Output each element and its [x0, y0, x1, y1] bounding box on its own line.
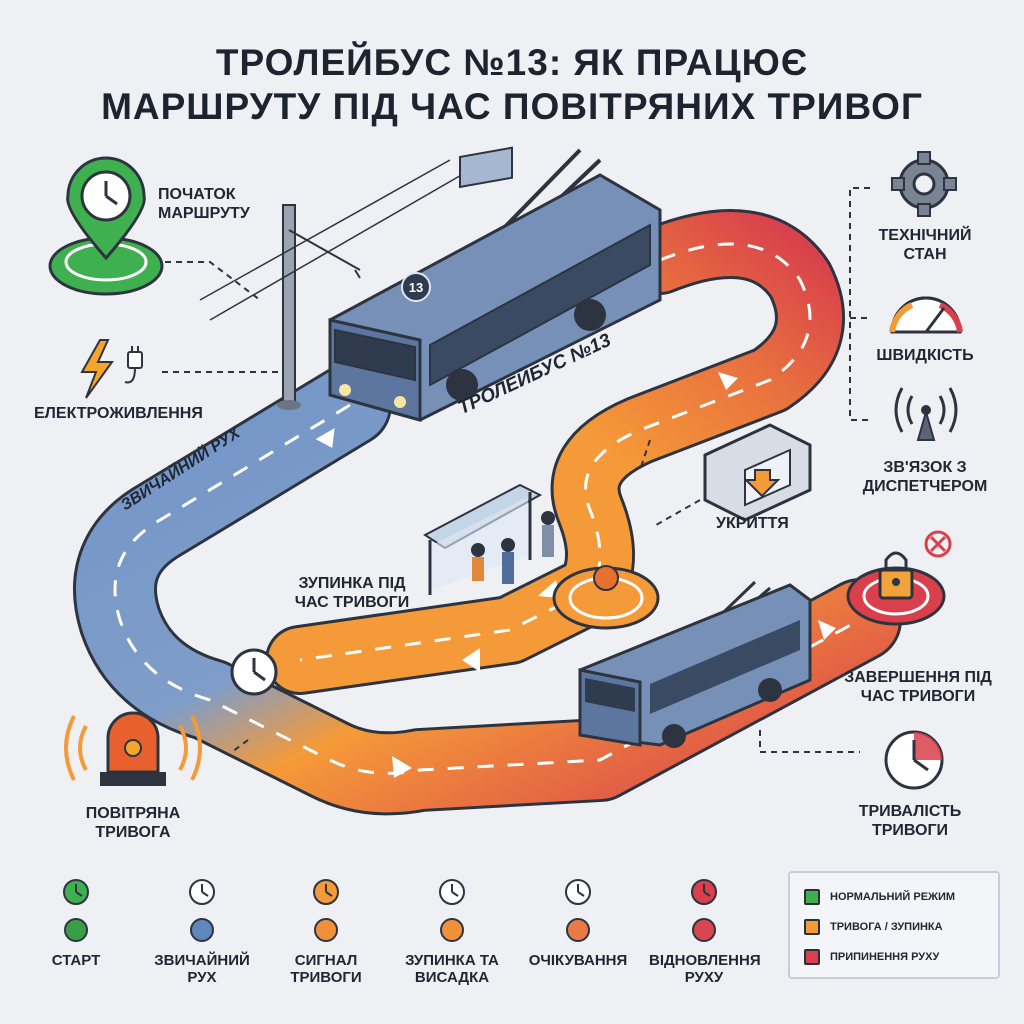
timeline-dot: [314, 918, 338, 942]
label-route-start: Початок маршруту: [158, 186, 250, 222]
power-icon: [80, 339, 143, 399]
timeline-clock-icon: [189, 879, 215, 905]
timeline-clock-icon: [439, 879, 465, 905]
bus-number-badge: 13: [409, 280, 423, 295]
timeline-dot: [566, 918, 590, 942]
start-pin-icon: [48, 156, 164, 296]
timeline-dot: [64, 918, 88, 942]
alarm-stop-marker: [552, 565, 660, 630]
timeline-clock-icon: [63, 879, 89, 905]
clock-icon: [230, 648, 278, 696]
power-pole: [199, 159, 471, 410]
siren-icon: [64, 711, 202, 786]
trolleybus-stopped: [578, 580, 812, 748]
legend-swatch: [804, 919, 820, 935]
page-title-line1: Тролейбус №13: Як працює: [215, 42, 809, 83]
cancel-icon: [924, 530, 952, 558]
page-title-line2: маршруту під час повітряних тривог: [101, 86, 923, 127]
label-alarm-end: Завершення під час тривоги: [844, 669, 992, 705]
legend-item-normal: Нормальний режим: [804, 887, 955, 907]
legend-item-alarm: Тривога / зупинка: [804, 917, 943, 937]
shelter-icon: [703, 423, 812, 522]
label-alarm-stop: Зупинка під час тривоги: [294, 575, 410, 611]
label-power: Електроживлення: [34, 405, 203, 422]
timeline-step-label: Старт: [51, 952, 101, 969]
legend-label: Нормальний режим: [830, 891, 956, 903]
legend-label: Тривога / зупинка: [830, 921, 943, 933]
timeline-step-label: Зупинка та висадка: [405, 952, 499, 986]
timeline-step-label: Звичайний рух: [154, 952, 250, 986]
timeline-step-label: Очікування: [528, 952, 628, 969]
legend-swatch: [804, 949, 820, 965]
label-speed: Швидкість: [876, 347, 974, 364]
label-alarm-duration: Тривалість тривоги: [858, 803, 962, 839]
label-dispatcher: Зв'язок з диспетчером: [862, 459, 988, 495]
timeline-dot: [190, 918, 214, 942]
timeline-step-label: Сигнал тривоги: [290, 952, 362, 986]
timeline-step-label: Відновлення руху: [649, 952, 761, 986]
speedometer-icon: [889, 296, 963, 334]
legend-swatch: [804, 889, 820, 905]
legend-item-stop: Припинення руху: [804, 947, 939, 967]
legend-label: Припинення руху: [830, 951, 940, 963]
timeline-clock-icon: [565, 879, 591, 905]
route-road: [73, 209, 902, 816]
connectors: [162, 187, 872, 753]
label-air-alarm: Повітряна тривога: [85, 805, 181, 841]
label-shelter: Укриття: [716, 515, 789, 532]
label-tech-state: Технічний стан: [878, 227, 972, 263]
timeline: [63, 879, 717, 942]
bus-shelter: [423, 483, 555, 595]
timeline-clock-icon: [691, 879, 717, 905]
legend: Нормальний режим Тривога / зупинка Припи…: [788, 871, 1000, 979]
timeline-clock-icon: [313, 879, 339, 905]
lock-icon: [878, 551, 914, 600]
timeline-dot: [440, 918, 464, 942]
radio-signal-icon: [894, 387, 958, 441]
timeline-dot: [692, 918, 716, 942]
timer-icon: [884, 730, 944, 790]
trolleybus-main: [328, 146, 662, 422]
gear-icon: [891, 151, 957, 217]
